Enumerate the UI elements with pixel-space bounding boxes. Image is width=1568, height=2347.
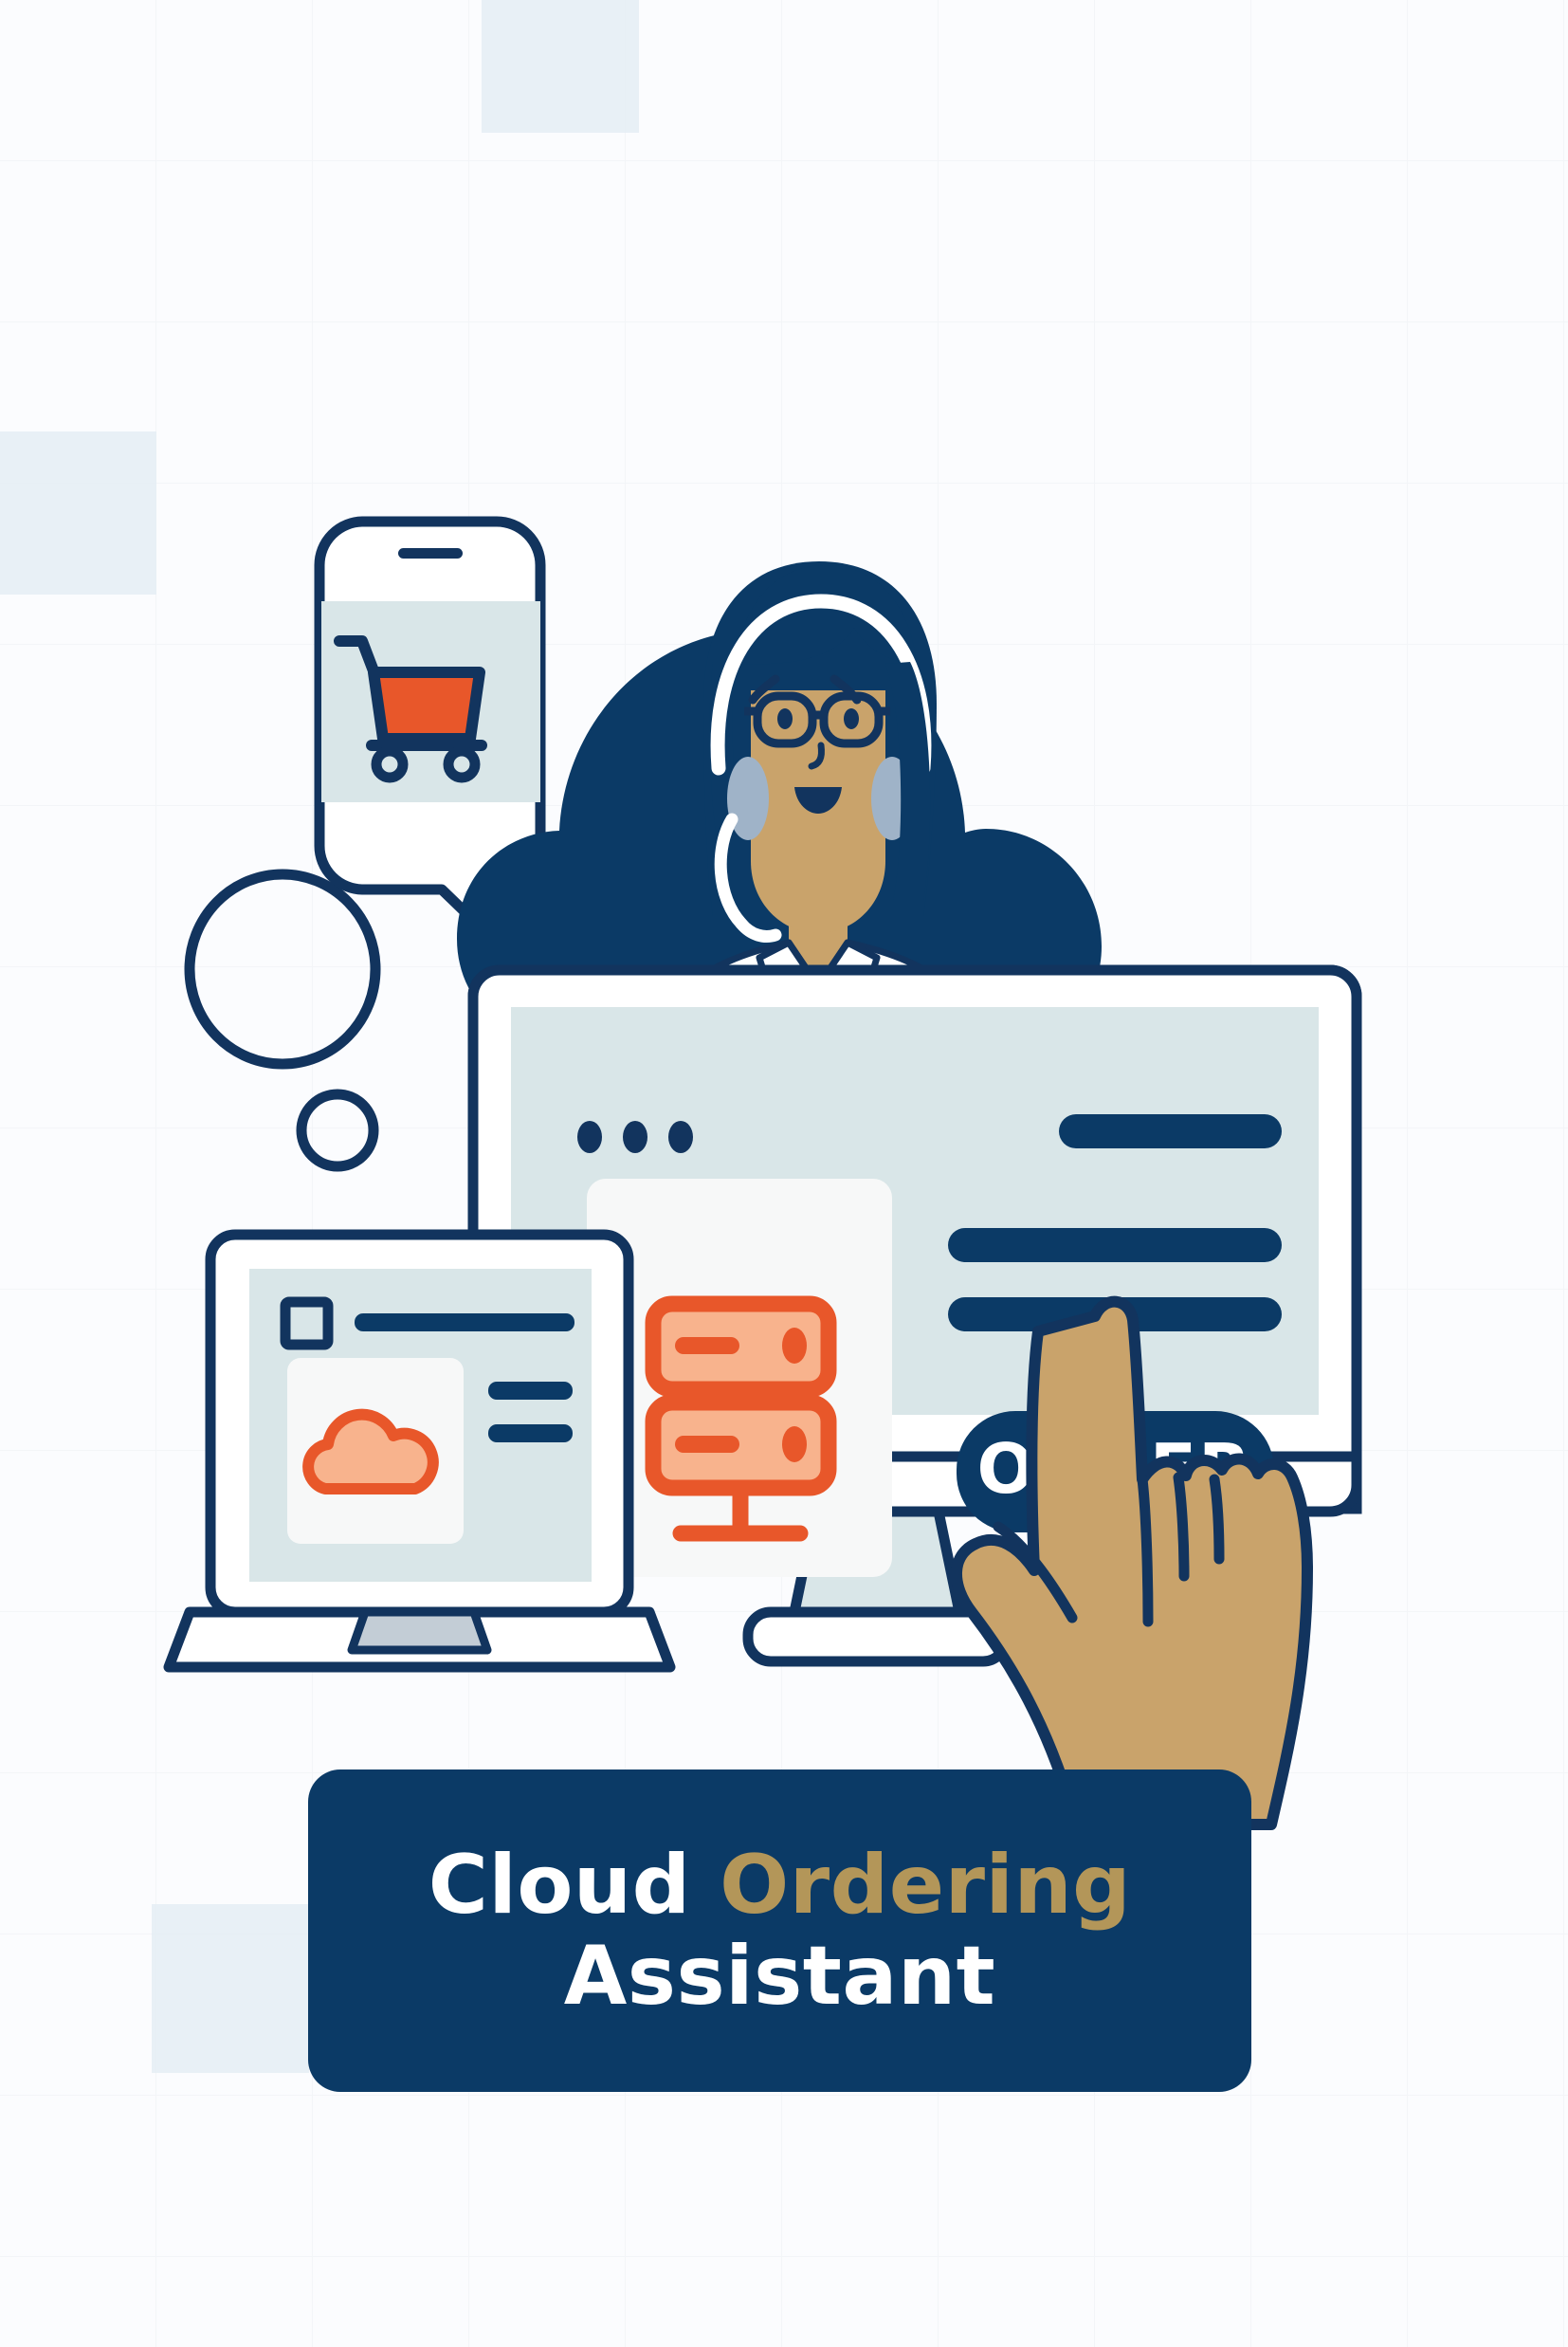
phone-speech-bubble <box>314 516 546 952</box>
title-line-1: Cloud Ordering <box>428 1840 1132 1931</box>
cloud-icon <box>302 1408 439 1494</box>
laptop <box>163 1229 676 1673</box>
screen-text-bars <box>948 1114 1282 1331</box>
pointing-hand <box>951 1295 1313 1830</box>
title-word-ordering: Ordering <box>720 1837 1132 1933</box>
square-outline-icon <box>280 1296 334 1350</box>
title-banner: Cloud Ordering Assistant <box>308 1769 1251 2092</box>
server-stack-icon <box>645 1295 837 1542</box>
thought-bubbles <box>184 869 381 1172</box>
shopping-cart-icon <box>334 635 487 783</box>
window-dots <box>577 1121 693 1153</box>
title-word-cloud: Cloud <box>428 1837 691 1933</box>
background-accent-blocks <box>0 0 639 2073</box>
glasses-icon <box>744 691 890 748</box>
title-line-2: Assistant <box>563 1929 996 2024</box>
